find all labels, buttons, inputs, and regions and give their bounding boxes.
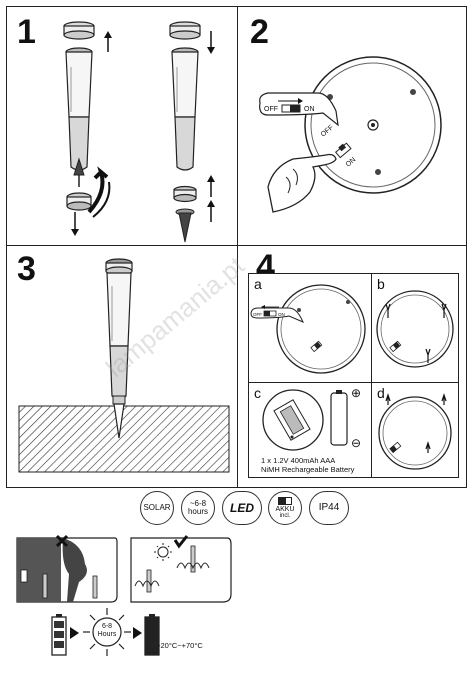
placement-right-illustration bbox=[130, 535, 232, 603]
led-badge: LED bbox=[222, 491, 262, 525]
step-number: 2 bbox=[250, 13, 269, 51]
insert-into-ground-illustration bbox=[18, 258, 230, 473]
panel-step-4: 4 a OFF ON b bbox=[237, 245, 467, 488]
hours-badge: ~6-8 hours bbox=[181, 491, 215, 525]
full-battery-icon bbox=[144, 614, 160, 656]
panel-step-1: 1 bbox=[6, 6, 238, 246]
disc-unscrew-detail bbox=[376, 290, 454, 368]
a-on-label: ON bbox=[278, 312, 285, 317]
arrow-right-icon bbox=[70, 627, 79, 639]
sub-panel-c: c ⊕ ⊖ 1 x 1.2V 400mAh AAA NiMH Rechargea… bbox=[248, 382, 372, 478]
akku-badge-top: AKKU bbox=[275, 505, 295, 513]
sub-panel-d: d bbox=[371, 382, 459, 478]
disc-refit-detail bbox=[378, 393, 452, 470]
battery-compartment-detail: ⊕ ⊖ bbox=[262, 386, 361, 451]
hours-badge-top: ~6-8 bbox=[189, 498, 207, 508]
placement-wrong-illustration bbox=[16, 534, 118, 603]
akku-badge: AKKU incl. bbox=[268, 491, 302, 525]
sub-panel-letter: a bbox=[254, 276, 262, 292]
battery-minus-symbol: ⊖ bbox=[351, 436, 361, 450]
zoom-on-label: ON bbox=[304, 106, 315, 113]
battery-spec-line-1: 1 x 1.2V 400mAh AAA bbox=[261, 456, 336, 465]
led-badge-label: LED bbox=[230, 500, 254, 515]
sub-panel-letter: b bbox=[377, 276, 385, 292]
sun-charge-icon bbox=[83, 608, 131, 656]
disc-switch-detail: OFF ON bbox=[250, 284, 366, 374]
solar-badge: SOLAR bbox=[140, 491, 174, 525]
feature-badges: SOLAR ~6-8 hours LED AKKU incl. IP44 bbox=[140, 491, 360, 527]
hours-badge-bottom: hours bbox=[187, 507, 208, 516]
charge-hours-bottom: Hours bbox=[97, 631, 117, 638]
a-off-label: OFF bbox=[253, 312, 262, 317]
charge-hours-top: 6-8 bbox=[101, 623, 113, 630]
step-number: 1 bbox=[17, 13, 36, 51]
sub-panel-letter: d bbox=[377, 385, 385, 401]
solar-badge-label: SOLAR bbox=[143, 502, 171, 512]
sub-panel-a: a OFF ON bbox=[248, 273, 372, 383]
sub-panel-b: b bbox=[371, 273, 459, 383]
switch-on-illustration: OFF ON OFF ON bbox=[259, 56, 442, 213]
empty-battery-icon bbox=[51, 614, 67, 656]
ip-badge-label: IP44 bbox=[318, 501, 340, 513]
stake-light-assembly-illustration bbox=[63, 21, 215, 243]
temperature-range: -20°C~+70°C bbox=[158, 641, 203, 650]
sub-panel-letter: c bbox=[254, 385, 261, 401]
arrow-right-icon bbox=[133, 627, 142, 639]
battery-plus-symbol: ⊕ bbox=[351, 386, 361, 400]
zoom-off-label: OFF bbox=[264, 106, 278, 113]
battery-icon bbox=[278, 496, 292, 505]
battery-spec-line-2: NiMH Rechargeable Battery bbox=[261, 465, 355, 474]
akku-badge-bottom: incl. bbox=[279, 513, 291, 520]
step-number: 3 bbox=[17, 250, 36, 288]
ip-badge: IP44 bbox=[309, 491, 349, 525]
panel-step-3: 3 bbox=[6, 245, 238, 488]
panel-step-2: 2 OFF ON OFF ON bbox=[237, 6, 467, 246]
